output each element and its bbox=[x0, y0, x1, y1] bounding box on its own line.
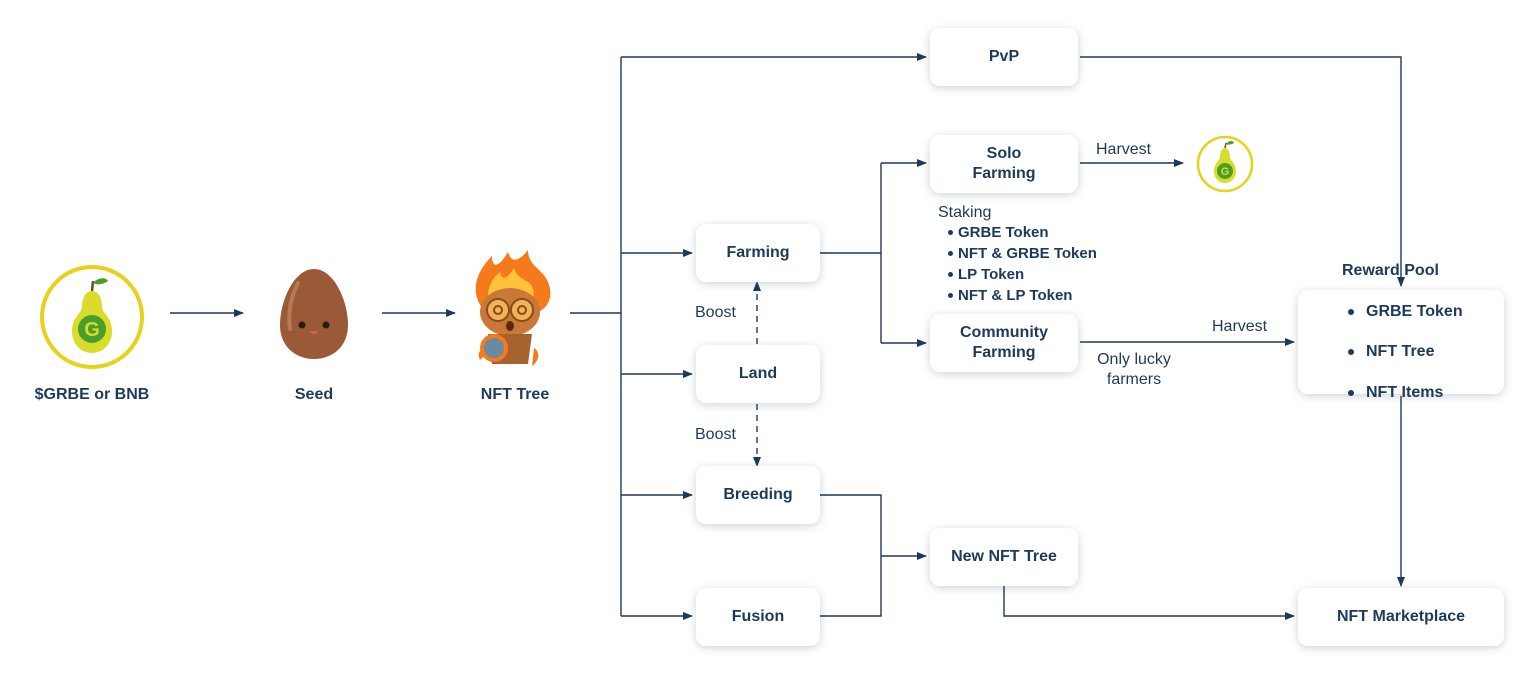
reward-pool-list: GRBE Token NFT Tree NFT Items bbox=[1344, 282, 1463, 424]
nft-marketplace-node: NFT Marketplace bbox=[1298, 588, 1504, 646]
staking-item: GRBE Token bbox=[946, 222, 1097, 243]
staking-item: NFT & LP Token bbox=[946, 285, 1097, 306]
reward-pool-title: Reward Pool bbox=[1342, 261, 1439, 279]
reward-pool-node: Reward Pool GRBE Token NFT Tree NFT Item… bbox=[1298, 262, 1504, 401]
seed-icon bbox=[276, 265, 352, 361]
pear-coin-icon: G bbox=[40, 265, 144, 369]
solo-farming-node: Solo Farming bbox=[930, 135, 1078, 193]
boost-bottom-label: Boost bbox=[695, 426, 736, 443]
edge-breeding-merge bbox=[820, 494, 882, 617]
breeding-node: Breeding bbox=[696, 466, 820, 524]
tree-label: NFT Tree bbox=[480, 386, 550, 403]
edge-pvp-to-reward bbox=[1080, 56, 1405, 287]
boost-top-label: Boost bbox=[695, 304, 736, 321]
new-nft-tree-node: New NFT Tree bbox=[930, 528, 1078, 586]
staking-item: LP Token bbox=[946, 264, 1097, 285]
fusion-node: Fusion bbox=[696, 588, 820, 646]
land-node: Land bbox=[696, 345, 820, 403]
reward-pool-item: NFT Items bbox=[1344, 383, 1463, 404]
pvp-node: PvP bbox=[930, 28, 1078, 86]
lucky-farmers-label: Only lucky farmers bbox=[1097, 351, 1171, 388]
svg-text:G: G bbox=[84, 319, 100, 341]
staking-list: GRBE Token NFT & GRBE Token LP Token NFT… bbox=[946, 222, 1097, 306]
seed-label: Seed bbox=[294, 386, 334, 403]
community-farming-node: Community Farming bbox=[930, 314, 1078, 372]
svg-text:G: G bbox=[1221, 166, 1230, 178]
reward-pool-item: GRBE Token bbox=[1344, 302, 1463, 323]
staking-title: Staking bbox=[938, 204, 992, 221]
farming-node: Farming bbox=[696, 224, 820, 282]
harvest-community-label: Harvest bbox=[1212, 318, 1268, 335]
fire-tree-character-icon bbox=[462, 248, 558, 376]
harvest-solo-label: Harvest bbox=[1096, 141, 1152, 158]
harvest-coin-icon: G bbox=[1196, 135, 1254, 193]
edge-newtree-to-marketplace bbox=[1003, 586, 1295, 620]
reward-pool-item: NFT Tree bbox=[1344, 342, 1463, 363]
staking-item: NFT & GRBE Token bbox=[946, 243, 1097, 264]
token-label: $GRBE or BNB bbox=[34, 386, 150, 403]
